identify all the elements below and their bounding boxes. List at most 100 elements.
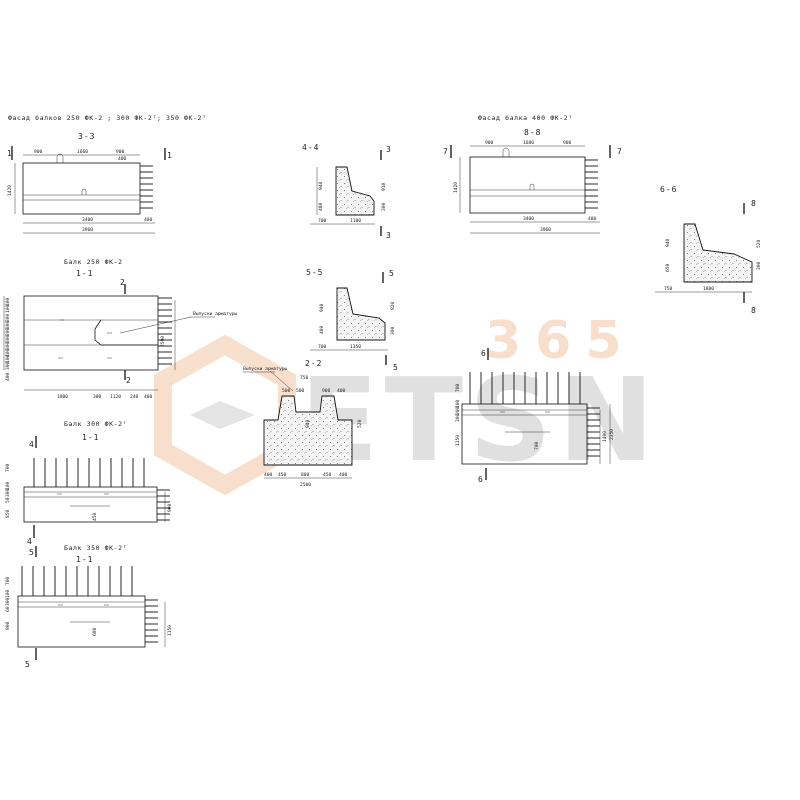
svg-text:8: 8 [751, 306, 757, 315]
svg-text:520: 520 [357, 419, 363, 428]
svg-text:300: 300 [756, 261, 762, 270]
svg-text:900: 900 [5, 621, 11, 630]
svg-text:400: 400 [5, 297, 11, 306]
svg-text:900: 900 [485, 140, 494, 146]
rebar-outlets-3-3 [140, 165, 153, 209]
beam-350-plan: Балк 350 ФК-2ᵀ 1-1 5 5 700 100 300 60 90… [5, 544, 173, 669]
svg-text:6: 6 [481, 349, 487, 358]
facade-8-8: 8-8 7 7 900 1680 900 1420 3400 480 3960 [443, 128, 622, 234]
cut-mark-1-right: 1 [167, 151, 173, 160]
svg-text:900: 900 [322, 388, 331, 394]
svg-text:5: 5 [29, 548, 35, 557]
svg-text:1800: 1800 [57, 394, 68, 400]
svg-text:50: 50 [5, 497, 11, 503]
section-4-4-profile [335, 166, 375, 216]
svg-text:60: 60 [5, 606, 11, 612]
svg-text:300: 300 [5, 334, 11, 343]
svg-text:300: 300 [5, 488, 11, 497]
rebar-note-2: Выпуски арматуры [243, 366, 287, 372]
svg-text:650: 650 [665, 263, 671, 272]
svg-text:750: 750 [664, 286, 673, 292]
svg-text:900: 900 [34, 149, 43, 155]
svg-text:5: 5 [389, 269, 395, 278]
svg-text:300: 300 [5, 597, 11, 606]
svg-text:450: 450 [92, 512, 98, 521]
beam-250-title: Балк 250 ФК-2 [64, 258, 123, 266]
svg-text:3960: 3960 [82, 227, 93, 233]
svg-text:100: 100 [5, 304, 11, 313]
section-label-1-1-b: 1-1 [82, 433, 99, 442]
section-label-3-3: 3-3 [78, 132, 95, 141]
svg-text:900: 900 [116, 149, 125, 155]
section-5-5: 5-5 5 5 940 480 820 300 700 1350 [306, 268, 398, 372]
svg-text:520: 520 [756, 239, 762, 248]
svg-text:940: 940 [665, 238, 671, 247]
rebar-outlets-8-8 [585, 159, 598, 209]
svg-text:700: 700 [534, 441, 540, 450]
facade-3-3: 3-3 1 1 900 1660 900 400 1420 3400 480 3… [7, 132, 173, 234]
section-label-1-1-c: 1-1 [76, 555, 93, 564]
section-2-2-profile [263, 395, 353, 466]
facade-title-left: Фасад балков 250 ФК-2 ; 300 ФК-2ᵀ; 350 Ф… [8, 114, 207, 122]
svg-text:1420: 1420 [453, 182, 459, 193]
svg-text:480: 480 [588, 216, 597, 222]
svg-text:1150: 1150 [167, 625, 173, 636]
section-label-2-2: 2-2 [305, 359, 322, 368]
watermark-brand: ETSN [300, 354, 660, 488]
svg-text:500: 500 [282, 388, 291, 394]
svg-text:700: 700 [5, 463, 11, 472]
svg-text:1420: 1420 [7, 185, 13, 196]
watermark: ETSN 365 [154, 311, 660, 496]
svg-text:300: 300 [93, 394, 102, 400]
svg-text:100: 100 [455, 399, 461, 408]
section-label-4-4: 4-4 [302, 143, 319, 152]
svg-text:900: 900 [167, 503, 173, 512]
cut-mark-1-left: 1 [7, 149, 13, 158]
svg-text:940: 940 [305, 419, 311, 428]
svg-text:2350: 2350 [609, 429, 615, 440]
svg-text:100: 100 [5, 354, 11, 363]
svg-text:300: 300 [5, 341, 11, 350]
rebar-outlets-400 [587, 407, 600, 457]
section-6-6: 6-6 8 8 940 650 520 300 750 1800 [655, 185, 762, 315]
svg-text:850: 850 [5, 509, 11, 518]
beam-250-plan: Балк 250 ФК-2 1-1 2 2 Выпуски арматуры 4… [3, 258, 237, 400]
svg-text:480: 480 [319, 325, 325, 334]
svg-text:300: 300 [5, 361, 11, 370]
svg-text:4: 4 [29, 440, 35, 449]
svg-text:1100: 1100 [350, 218, 361, 224]
svg-text:3400: 3400 [523, 216, 534, 222]
svg-text:400: 400 [337, 388, 346, 394]
svg-text:450: 450 [278, 472, 287, 478]
svg-text:1800: 1800 [703, 286, 714, 292]
svg-text:300: 300 [455, 406, 461, 415]
beam-300-plan: Балк 300 ФК-2ᵀ 1-1 4 4 700 100 300 50 85… [5, 420, 173, 546]
svg-text:820: 820 [390, 301, 396, 310]
svg-text:2500: 2500 [160, 336, 166, 347]
section-label-5-5: 5-5 [306, 268, 323, 277]
beam-400-plan: 6 6 700 100 300 300 1150 700 1400 2350 [455, 348, 615, 484]
svg-text:1120: 1120 [110, 394, 121, 400]
svg-text:1350: 1350 [350, 344, 361, 350]
watermark-logo-wave [190, 401, 255, 429]
svg-text:480: 480 [144, 217, 153, 223]
section-6-6-profile [683, 223, 753, 283]
svg-text:900: 900 [563, 140, 572, 146]
svg-text:400: 400 [118, 156, 127, 162]
svg-text:300: 300 [390, 326, 396, 335]
svg-text:2: 2 [120, 278, 126, 287]
svg-text:300: 300 [5, 320, 11, 329]
svg-text:3: 3 [386, 145, 392, 154]
svg-text:300: 300 [455, 413, 461, 422]
rebar-outlets-250 [158, 297, 172, 365]
svg-text:7: 7 [443, 147, 449, 156]
svg-text:3: 3 [386, 231, 392, 240]
svg-text:100: 100 [5, 481, 11, 490]
svg-text:400: 400 [5, 348, 11, 357]
svg-text:480: 480 [318, 202, 324, 211]
rebar-outlets-300 [157, 489, 170, 521]
rebar-note-1: Выпуски арматуры [193, 311, 237, 317]
svg-text:400: 400 [264, 472, 273, 478]
svg-text:450: 450 [323, 472, 332, 478]
